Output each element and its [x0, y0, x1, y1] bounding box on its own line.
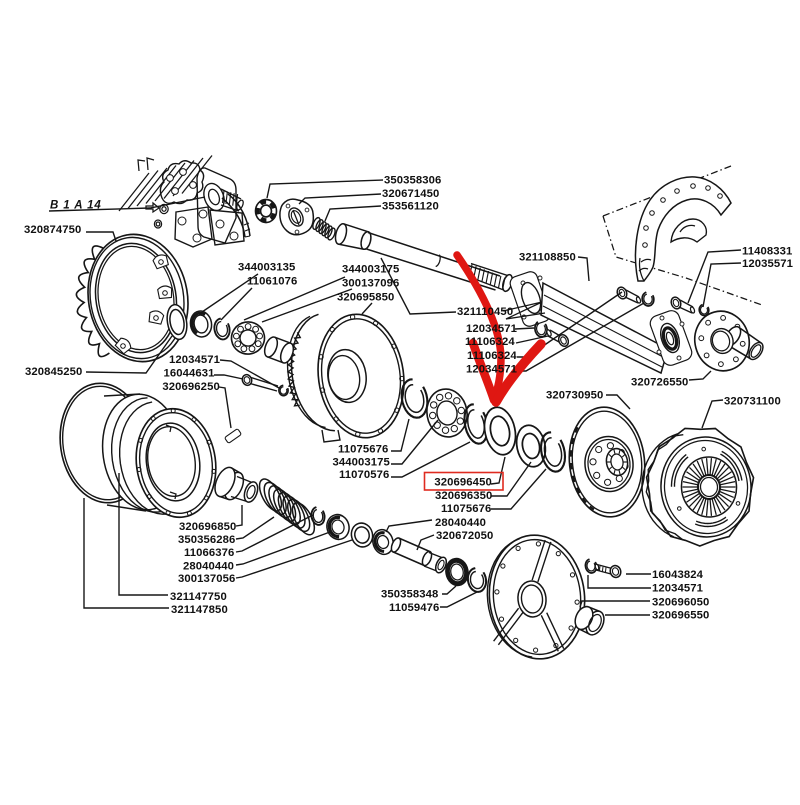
svg-text:12034571: 12034571 — [466, 364, 517, 376]
svg-text:320696450: 320696450 — [434, 477, 491, 489]
svg-text:320696350: 320696350 — [435, 490, 492, 502]
svg-text:12034571: 12034571 — [169, 354, 220, 366]
svg-text:320730950: 320730950 — [546, 390, 603, 402]
svg-text:16043824: 16043824 — [652, 569, 704, 581]
svg-text:350358306: 350358306 — [384, 175, 441, 187]
svg-text:321110450: 321110450 — [457, 306, 513, 318]
svg-text:28040440: 28040440 — [435, 517, 486, 529]
svg-text:11075676: 11075676 — [338, 444, 388, 456]
svg-text:320845250: 320845250 — [25, 366, 82, 378]
svg-text:11059476: 11059476 — [389, 602, 439, 614]
svg-text:12035571: 12035571 — [742, 258, 793, 270]
svg-text:320672050: 320672050 — [436, 530, 493, 542]
svg-text:344003175: 344003175 — [333, 457, 390, 469]
svg-text:B 1 A 14: B 1 A 14 — [50, 200, 102, 212]
svg-text:11061076: 11061076 — [247, 276, 297, 288]
svg-text:11075676: 11075676 — [441, 503, 491, 515]
svg-text:11070576: 11070576 — [339, 469, 389, 481]
svg-text:320696050: 320696050 — [652, 597, 709, 609]
svg-text:320696550: 320696550 — [652, 610, 709, 622]
svg-text:353561120: 353561120 — [382, 200, 439, 212]
svg-text:320726550: 320726550 — [631, 377, 688, 389]
svg-text:350356286: 350356286 — [178, 534, 235, 546]
svg-text:11106324: 11106324 — [467, 350, 517, 362]
svg-text:320695850: 320695850 — [337, 291, 394, 303]
svg-text:344003175: 344003175 — [342, 264, 399, 276]
svg-text:344003135: 344003135 — [238, 262, 295, 274]
svg-text:28040440: 28040440 — [183, 561, 234, 573]
svg-text:16044631: 16044631 — [164, 368, 215, 380]
svg-text:320696850: 320696850 — [179, 521, 236, 533]
svg-text:321147750: 321147750 — [170, 591, 227, 603]
svg-text:320696250: 320696250 — [162, 381, 219, 393]
svg-text:12034571: 12034571 — [652, 583, 703, 595]
svg-text:321108850: 321108850 — [519, 252, 576, 264]
svg-text:11106324: 11106324 — [465, 336, 515, 348]
svg-text:320874750: 320874750 — [24, 224, 81, 236]
svg-text:350358348: 350358348 — [381, 589, 438, 601]
svg-text:320671450: 320671450 — [382, 188, 439, 200]
svg-text:320731100: 320731100 — [724, 396, 781, 408]
svg-text:12034571: 12034571 — [466, 323, 517, 335]
svg-text:11066376: 11066376 — [184, 547, 234, 559]
svg-text:11408331: 11408331 — [742, 246, 792, 258]
svg-text:300137056: 300137056 — [178, 573, 235, 585]
svg-text:321147850: 321147850 — [171, 604, 228, 616]
svg-text:300137096: 300137096 — [342, 277, 399, 289]
